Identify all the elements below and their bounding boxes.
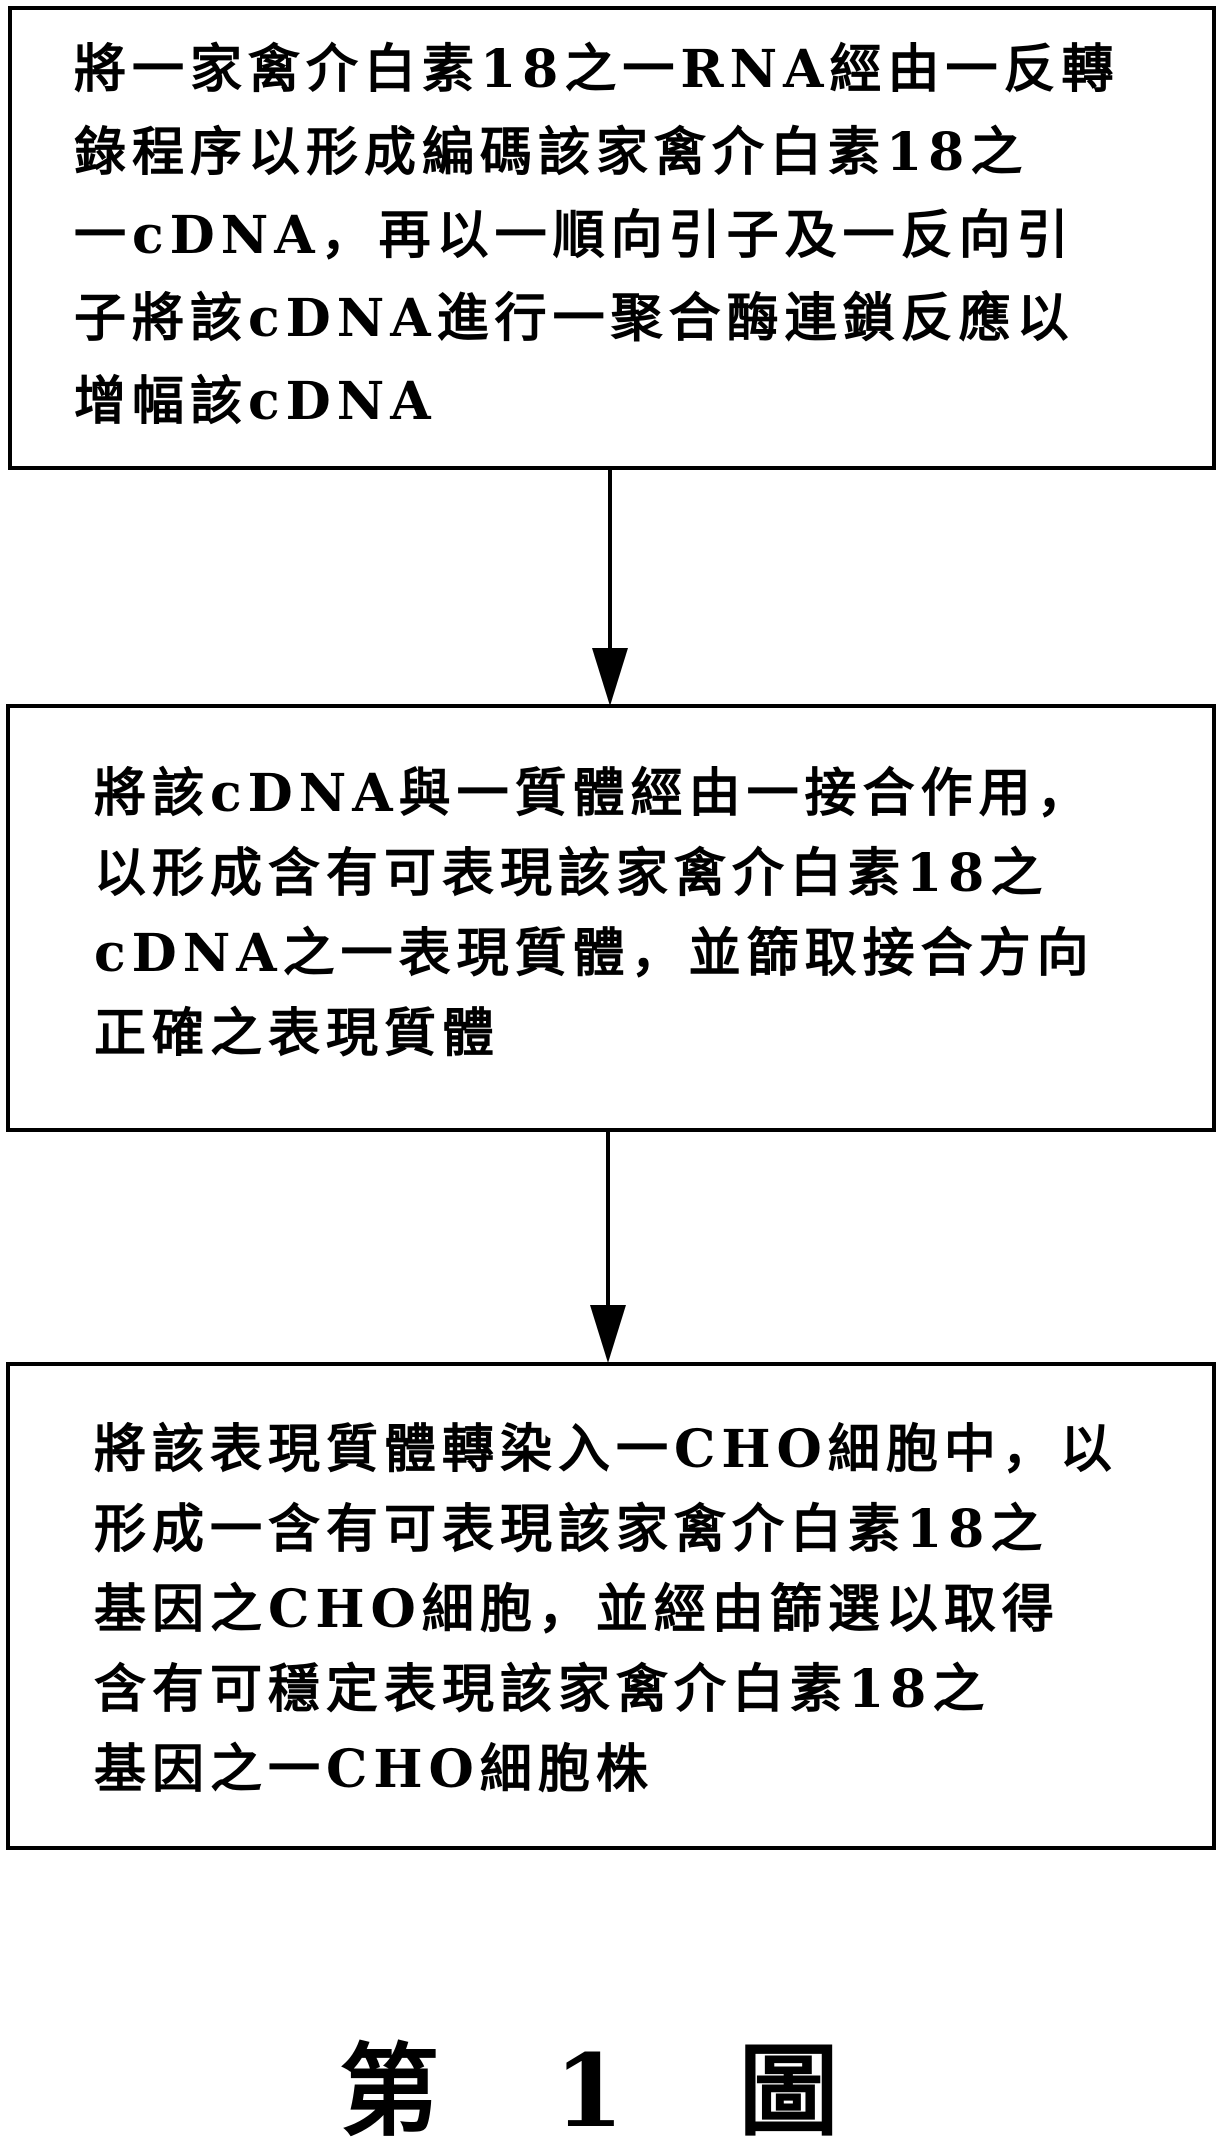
step-2-line-4: 正確之表現質體	[94, 1003, 501, 1064]
step-2-box: 將該cDNA與一質體經由一接合作用， 以形成含有可表現該家禽介白素18之 cDN…	[6, 704, 1216, 1132]
step-1-line-3: 一cDNA，再以一順向引子及一反向引	[74, 205, 1075, 266]
step-2-line-1: 將該cDNA與一質體經由一接合作用，	[94, 763, 1095, 824]
arrow-down-1	[592, 468, 628, 706]
step-1-line-2: 錄程序以形成編碼該家禽介白素18之	[74, 122, 1029, 183]
step-1-box: 將一家禽介白素18之一RNA經由一反轉 錄程序以形成編碼該家禽介白素18之 一c…	[8, 6, 1216, 470]
step-3-line-3: 基因之CHO細胞，並經由篩選以取得	[94, 1579, 1060, 1640]
step-1-line-4: 子將該cDNA進行一聚合酶連鎖反應以	[74, 288, 1075, 349]
step-3-line-1: 將該表現質體轉染入一CHO細胞中，以	[94, 1419, 1118, 1480]
figure-caption: 第 1 圖	[339, 2032, 879, 2150]
step-3-line-4: 含有可穩定表現該家禽介白素18之	[94, 1659, 991, 1720]
step-3-box: 將該表現質體轉染入一CHO細胞中，以 形成一含有可表現該家禽介白素18之 基因之…	[6, 1362, 1216, 1850]
step-1-line-5: 增幅該cDNA	[74, 371, 437, 432]
step-3-line-5: 基因之一CHO細胞株	[94, 1739, 654, 1800]
arrow-down-2	[590, 1130, 626, 1363]
step-1-line-1: 將一家禽介白素18之一RNA經由一反轉	[74, 39, 1120, 100]
step-2-line-2: 以形成含有可表現該家禽介白素18之	[94, 843, 1049, 904]
step-3-line-2: 形成一含有可表現該家禽介白素18之	[94, 1499, 1049, 1560]
step-2-line-3: cDNA之一表現質體，並篩取接合方向	[94, 923, 1095, 984]
